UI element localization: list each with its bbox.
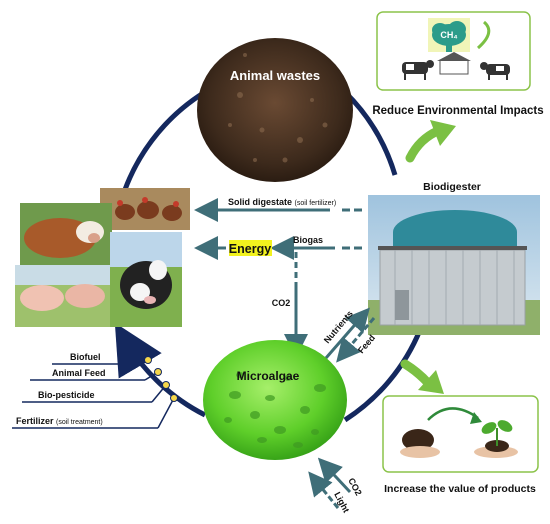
product-animal-feed: Animal Feed	[30, 368, 162, 381]
energy-label: Energy	[229, 242, 271, 256]
solid-digestate-label: Solid digestate (soil fertilizer)	[228, 197, 336, 207]
product-fertilizer: Fertilizer (soil treatment)	[12, 394, 178, 429]
plant-hand-icon	[474, 420, 518, 458]
products-list: Biofuel Animal Feed Bio-pesticide Fertil…	[12, 352, 178, 429]
light-in-label: Light	[332, 490, 351, 514]
algae-cells	[224, 372, 326, 448]
farm-house-icon	[437, 52, 471, 75]
nutrients-arrow	[324, 307, 370, 359]
product-biofuel: Biofuel	[52, 352, 152, 365]
green-arrow-up-head	[430, 120, 456, 146]
microalgae-node: Microalgae	[203, 340, 347, 460]
microalgae-label: Microalgae	[237, 369, 300, 383]
product-label: Fertilizer (soil treatment)	[16, 416, 103, 426]
ch4-cloud-icon: CH₄	[428, 18, 470, 52]
increase-value-label: Increase the value of products	[384, 483, 536, 495]
product-label: Bio-pesticide	[38, 390, 95, 400]
co2-in-label: CO2	[346, 476, 364, 497]
co2-in-arrow	[317, 457, 352, 494]
energy-highlight	[229, 240, 272, 256]
biodigester-node	[368, 195, 540, 335]
ch4-label: CH₄	[440, 30, 457, 40]
solid-digestate-flow: Solid digestate (soil fertilizer)	[194, 197, 362, 222]
animals-node	[15, 188, 190, 327]
nutrients-label: Nutrients	[322, 309, 355, 346]
energy-node: Energy	[229, 240, 272, 256]
green-arrow-down-head	[418, 370, 444, 394]
cow-right-icon	[480, 62, 510, 80]
reduce-impacts-label: Reduce Environmental Impacts	[372, 105, 543, 117]
biodigester-label: Biodigester	[423, 181, 481, 193]
co2-light-inputs: CO2 Light	[308, 457, 364, 514]
product-label: Biofuel	[70, 352, 101, 362]
soil-texture	[228, 53, 328, 163]
biogas-label: Biogas	[293, 235, 323, 245]
soil-circle	[197, 38, 353, 182]
cow-left-icon	[402, 60, 434, 80]
animal-wastes-node: Animal wastes	[197, 38, 353, 182]
co2-down-label: CO2	[272, 298, 291, 308]
green-arrow-down	[400, 359, 433, 388]
recycle-arrow-icon	[476, 20, 491, 50]
product-label: Animal Feed	[52, 368, 106, 378]
increase-value-panel	[382, 395, 539, 473]
biogas-flow: Biogas	[270, 235, 362, 260]
product-bio-pesticide: Bio-pesticide	[22, 381, 170, 403]
cycle-arc-bottom-right	[343, 329, 423, 423]
animal-wastes-label: Animal wastes	[230, 68, 320, 83]
light-in-arrow	[308, 471, 340, 509]
cycle-arc-bottom-left	[114, 322, 207, 418]
reduce-impacts-panel: CH₄	[376, 11, 531, 91]
soil-hand-icon	[400, 429, 440, 458]
co2-down-flow: CO2	[272, 252, 308, 358]
microalgae-circle	[203, 340, 347, 460]
